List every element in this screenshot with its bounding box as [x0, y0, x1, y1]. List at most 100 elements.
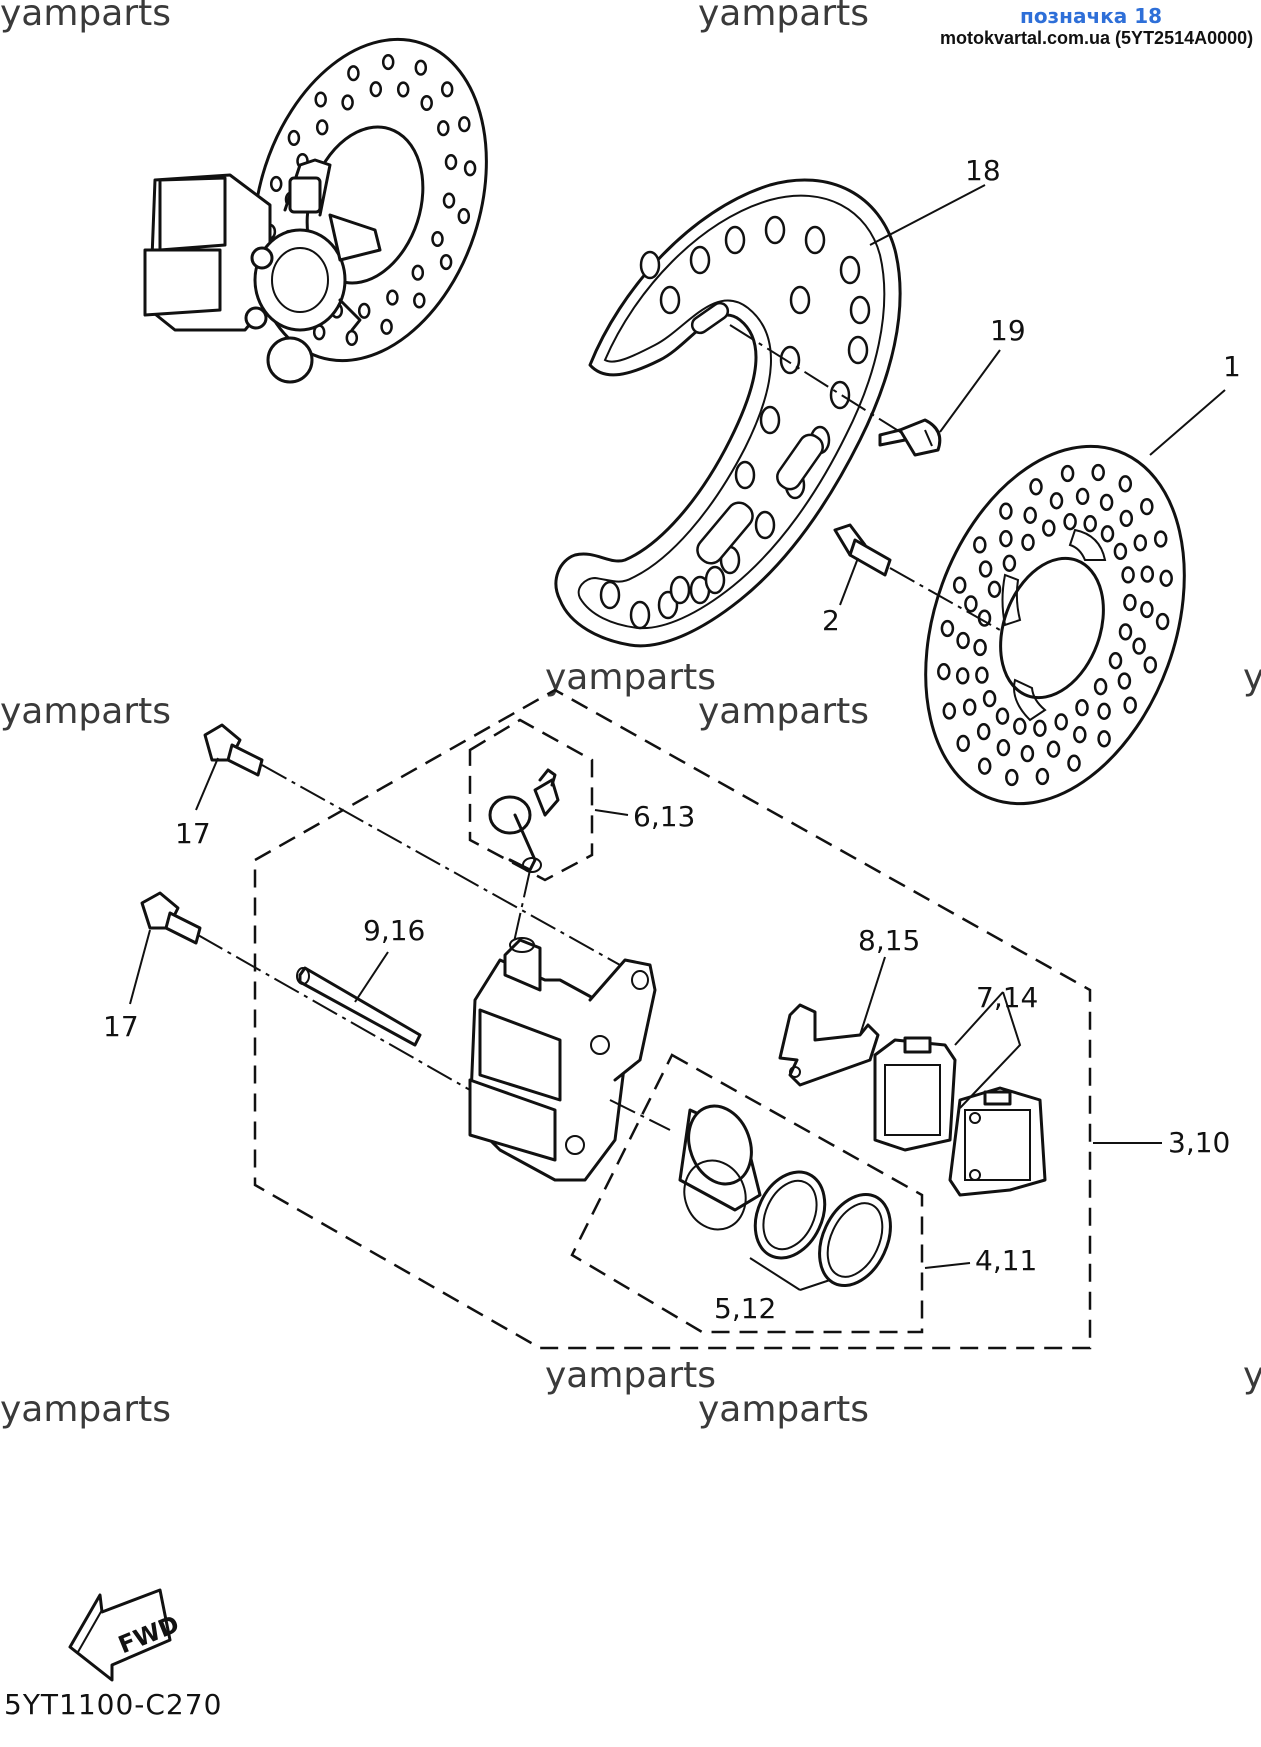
guard-hole — [789, 285, 811, 315]
guard-hole — [804, 225, 826, 255]
bolt-2 — [833, 523, 1001, 631]
drill-hole — [1099, 493, 1114, 512]
drill-hole — [996, 738, 1011, 757]
drill-hole — [458, 116, 471, 133]
drill-hole — [977, 757, 992, 775]
reference-label: позначка 18 — [1020, 4, 1163, 28]
drill-hole — [1083, 515, 1097, 533]
drill-hole — [287, 129, 301, 146]
callout-18: 18 — [965, 154, 1001, 187]
drill-hole — [440, 81, 454, 98]
bolt-17-upper — [203, 723, 621, 966]
guard-hole — [839, 255, 861, 285]
callout-17: 17 — [175, 817, 211, 850]
drill-hole — [1113, 542, 1128, 561]
callouts: 1 2 18 19 17 17 6,13 9,16 8,15 7,14 3,10… — [103, 154, 1241, 1325]
drill-hole — [369, 81, 383, 98]
drill-hole — [1118, 475, 1133, 493]
brake-disc — [924, 444, 1186, 806]
guard-hole — [599, 580, 621, 610]
drill-hole — [973, 536, 987, 554]
drill-hole — [386, 289, 399, 306]
guard-hole — [639, 250, 661, 280]
caliper-piston — [678, 1104, 762, 1231]
disc-guard — [554, 178, 902, 648]
drill-hole — [1097, 702, 1111, 720]
callout-4-11: 4,11 — [975, 1244, 1037, 1277]
drill-hole — [1123, 593, 1137, 612]
drill-hole — [269, 175, 283, 192]
guard-hole — [849, 295, 871, 325]
drill-hole — [976, 722, 991, 741]
watermark: yamparts — [1243, 657, 1261, 698]
drill-hole — [380, 318, 393, 335]
piston-seals — [753, 1170, 892, 1288]
drill-hole — [444, 154, 458, 171]
guard-hole — [659, 285, 681, 315]
drill-hole — [940, 619, 955, 638]
assembled-caliper — [143, 158, 382, 384]
caliper-pin — [296, 966, 422, 1047]
drill-hole — [1013, 717, 1027, 735]
drill-hole — [1153, 530, 1168, 548]
drill-hole — [1042, 519, 1056, 537]
drill-hole — [341, 94, 354, 111]
leader-lines — [129, 184, 1226, 1291]
drill-hole — [964, 595, 978, 613]
pad-spring — [778, 1003, 880, 1087]
watermark: yamparts — [698, 1389, 870, 1430]
drill-hole — [1033, 719, 1047, 737]
drill-hole — [347, 65, 360, 82]
drill-hole — [1119, 509, 1134, 528]
drill-hole — [1118, 623, 1133, 641]
guard-hole — [754, 510, 776, 540]
drill-hole — [1075, 487, 1090, 506]
callout-2: 2 — [822, 604, 840, 637]
drill-hole — [1073, 726, 1087, 744]
drill-hole — [995, 707, 1010, 725]
piston-kit-boundary — [570, 1053, 924, 1334]
brake-pad-front — [873, 1036, 957, 1152]
drill-hole — [457, 208, 471, 225]
drill-hole — [437, 120, 450, 137]
bleed-screw-boundary — [468, 718, 594, 882]
drill-hole — [942, 702, 957, 720]
watermark: yamparts — [545, 1355, 717, 1396]
drill-hole — [1021, 533, 1035, 552]
drill-hole — [999, 502, 1013, 520]
watermark: yamparts — [698, 691, 870, 732]
drill-hole — [414, 59, 428, 76]
bleed-screw-and-cap — [488, 768, 560, 961]
callout-9-16: 9,16 — [363, 914, 425, 947]
drill-hole — [1132, 637, 1146, 655]
drill-hole — [431, 230, 444, 248]
drill-hole — [952, 576, 967, 594]
guard-hole — [704, 565, 726, 595]
diagram-code: 5YT1100-C270 — [4, 1688, 223, 1721]
drill-hole — [1123, 696, 1137, 714]
drill-hole — [1049, 492, 1064, 510]
drill-hole — [1002, 554, 1017, 572]
guard-hole — [689, 245, 711, 275]
drill-hole — [1020, 744, 1035, 763]
drill-hole — [463, 160, 477, 177]
drill-hole — [962, 698, 977, 716]
guard-hole — [724, 225, 746, 255]
callout-6-13: 6,13 — [633, 800, 695, 833]
drill-hole — [1054, 713, 1068, 731]
drill-hole — [420, 94, 433, 112]
callout-5-12: 5,12 — [714, 1292, 776, 1325]
fwd-arrow: FWD — [68, 1588, 183, 1682]
drill-hole — [1029, 478, 1043, 496]
drill-hole — [999, 530, 1013, 548]
drill-hole — [1140, 600, 1154, 619]
watermark: yamparts — [0, 1389, 172, 1430]
drill-hole — [1035, 767, 1050, 786]
drill-hole — [975, 666, 989, 684]
assembled-brake-illustration — [143, 37, 488, 384]
drill-hole — [978, 560, 993, 578]
drill-hole — [1143, 656, 1158, 674]
drill-hole — [982, 689, 997, 708]
guard-hole — [829, 380, 851, 410]
